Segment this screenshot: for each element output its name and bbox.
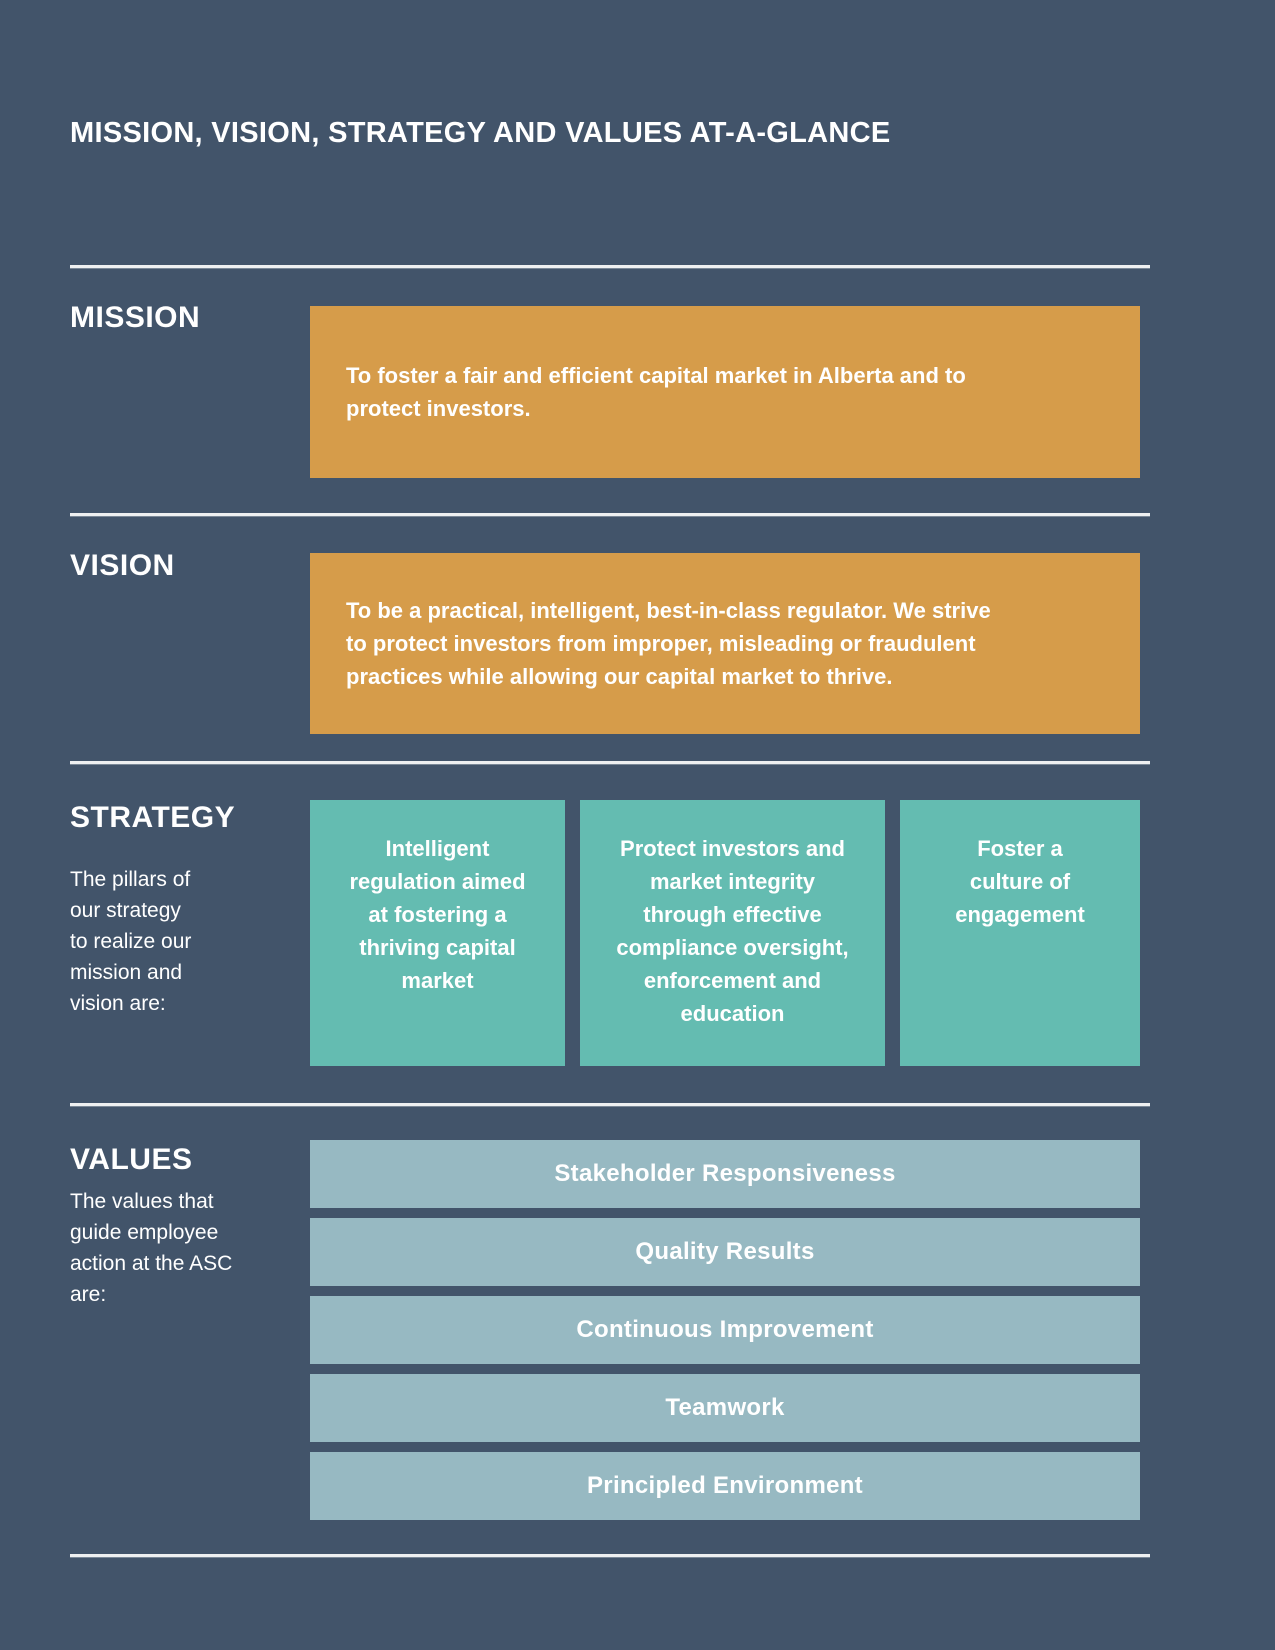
value-bar-teamwork: Teamwork: [310, 1374, 1140, 1442]
value-bar-principled-environment: Principled Environment: [310, 1452, 1140, 1520]
values-description: The values that guide employee action at…: [70, 1190, 233, 1306]
strategy-pillar-3: Foster a culture of engagement: [900, 800, 1140, 1066]
section-divider: [70, 513, 1150, 516]
strategy-pillar-1: Intelligent regulation aimed at fosterin…: [310, 800, 565, 1066]
value-bar-label: Teamwork: [665, 1394, 785, 1421]
value-bar-stakeholder-responsiveness: Stakeholder Responsiveness: [310, 1140, 1140, 1208]
value-bar-continuous-improvement: Continuous Improvement: [310, 1296, 1140, 1364]
strategy-pillar-2: Protect investors and market integrity t…: [580, 800, 885, 1066]
page-title: MISSION, VISION, STRATEGY AND VALUES AT-…: [70, 117, 891, 150]
vision-label: VISION: [70, 549, 175, 582]
value-bar-label: Stakeholder Responsiveness: [554, 1160, 896, 1187]
value-bar-label: Principled Environment: [587, 1472, 863, 1499]
section-divider: [70, 1103, 1150, 1106]
value-bar-quality-results: Quality Results: [310, 1218, 1140, 1286]
values-label: VALUES: [70, 1143, 193, 1176]
strategy-description: The pillars of our strategy to realize o…: [70, 868, 192, 1015]
strategy-pillar-1-text: Intelligent regulation aimed at fosterin…: [349, 836, 526, 993]
mission-text: To foster a fair and efficient capital m…: [346, 363, 966, 421]
mission-label: MISSION: [70, 301, 201, 334]
section-divider: [70, 761, 1150, 764]
strategy-pillar-2-text: Protect investors and market integrity t…: [616, 836, 849, 1026]
value-bar-label: Quality Results: [635, 1238, 815, 1265]
bottom-divider: [70, 1554, 1150, 1557]
vision-text: To be a practical, intelligent, best-in-…: [346, 598, 991, 689]
mission-box: To foster a fair and efficient capital m…: [310, 306, 1140, 478]
strategy-pillar-3-text: Foster a culture of engagement: [955, 836, 1085, 927]
vision-box: To be a practical, intelligent, best-in-…: [310, 553, 1140, 734]
section-divider: [70, 265, 1150, 268]
strategy-label: STRATEGY: [70, 801, 236, 834]
value-bar-label: Continuous Improvement: [576, 1316, 874, 1343]
